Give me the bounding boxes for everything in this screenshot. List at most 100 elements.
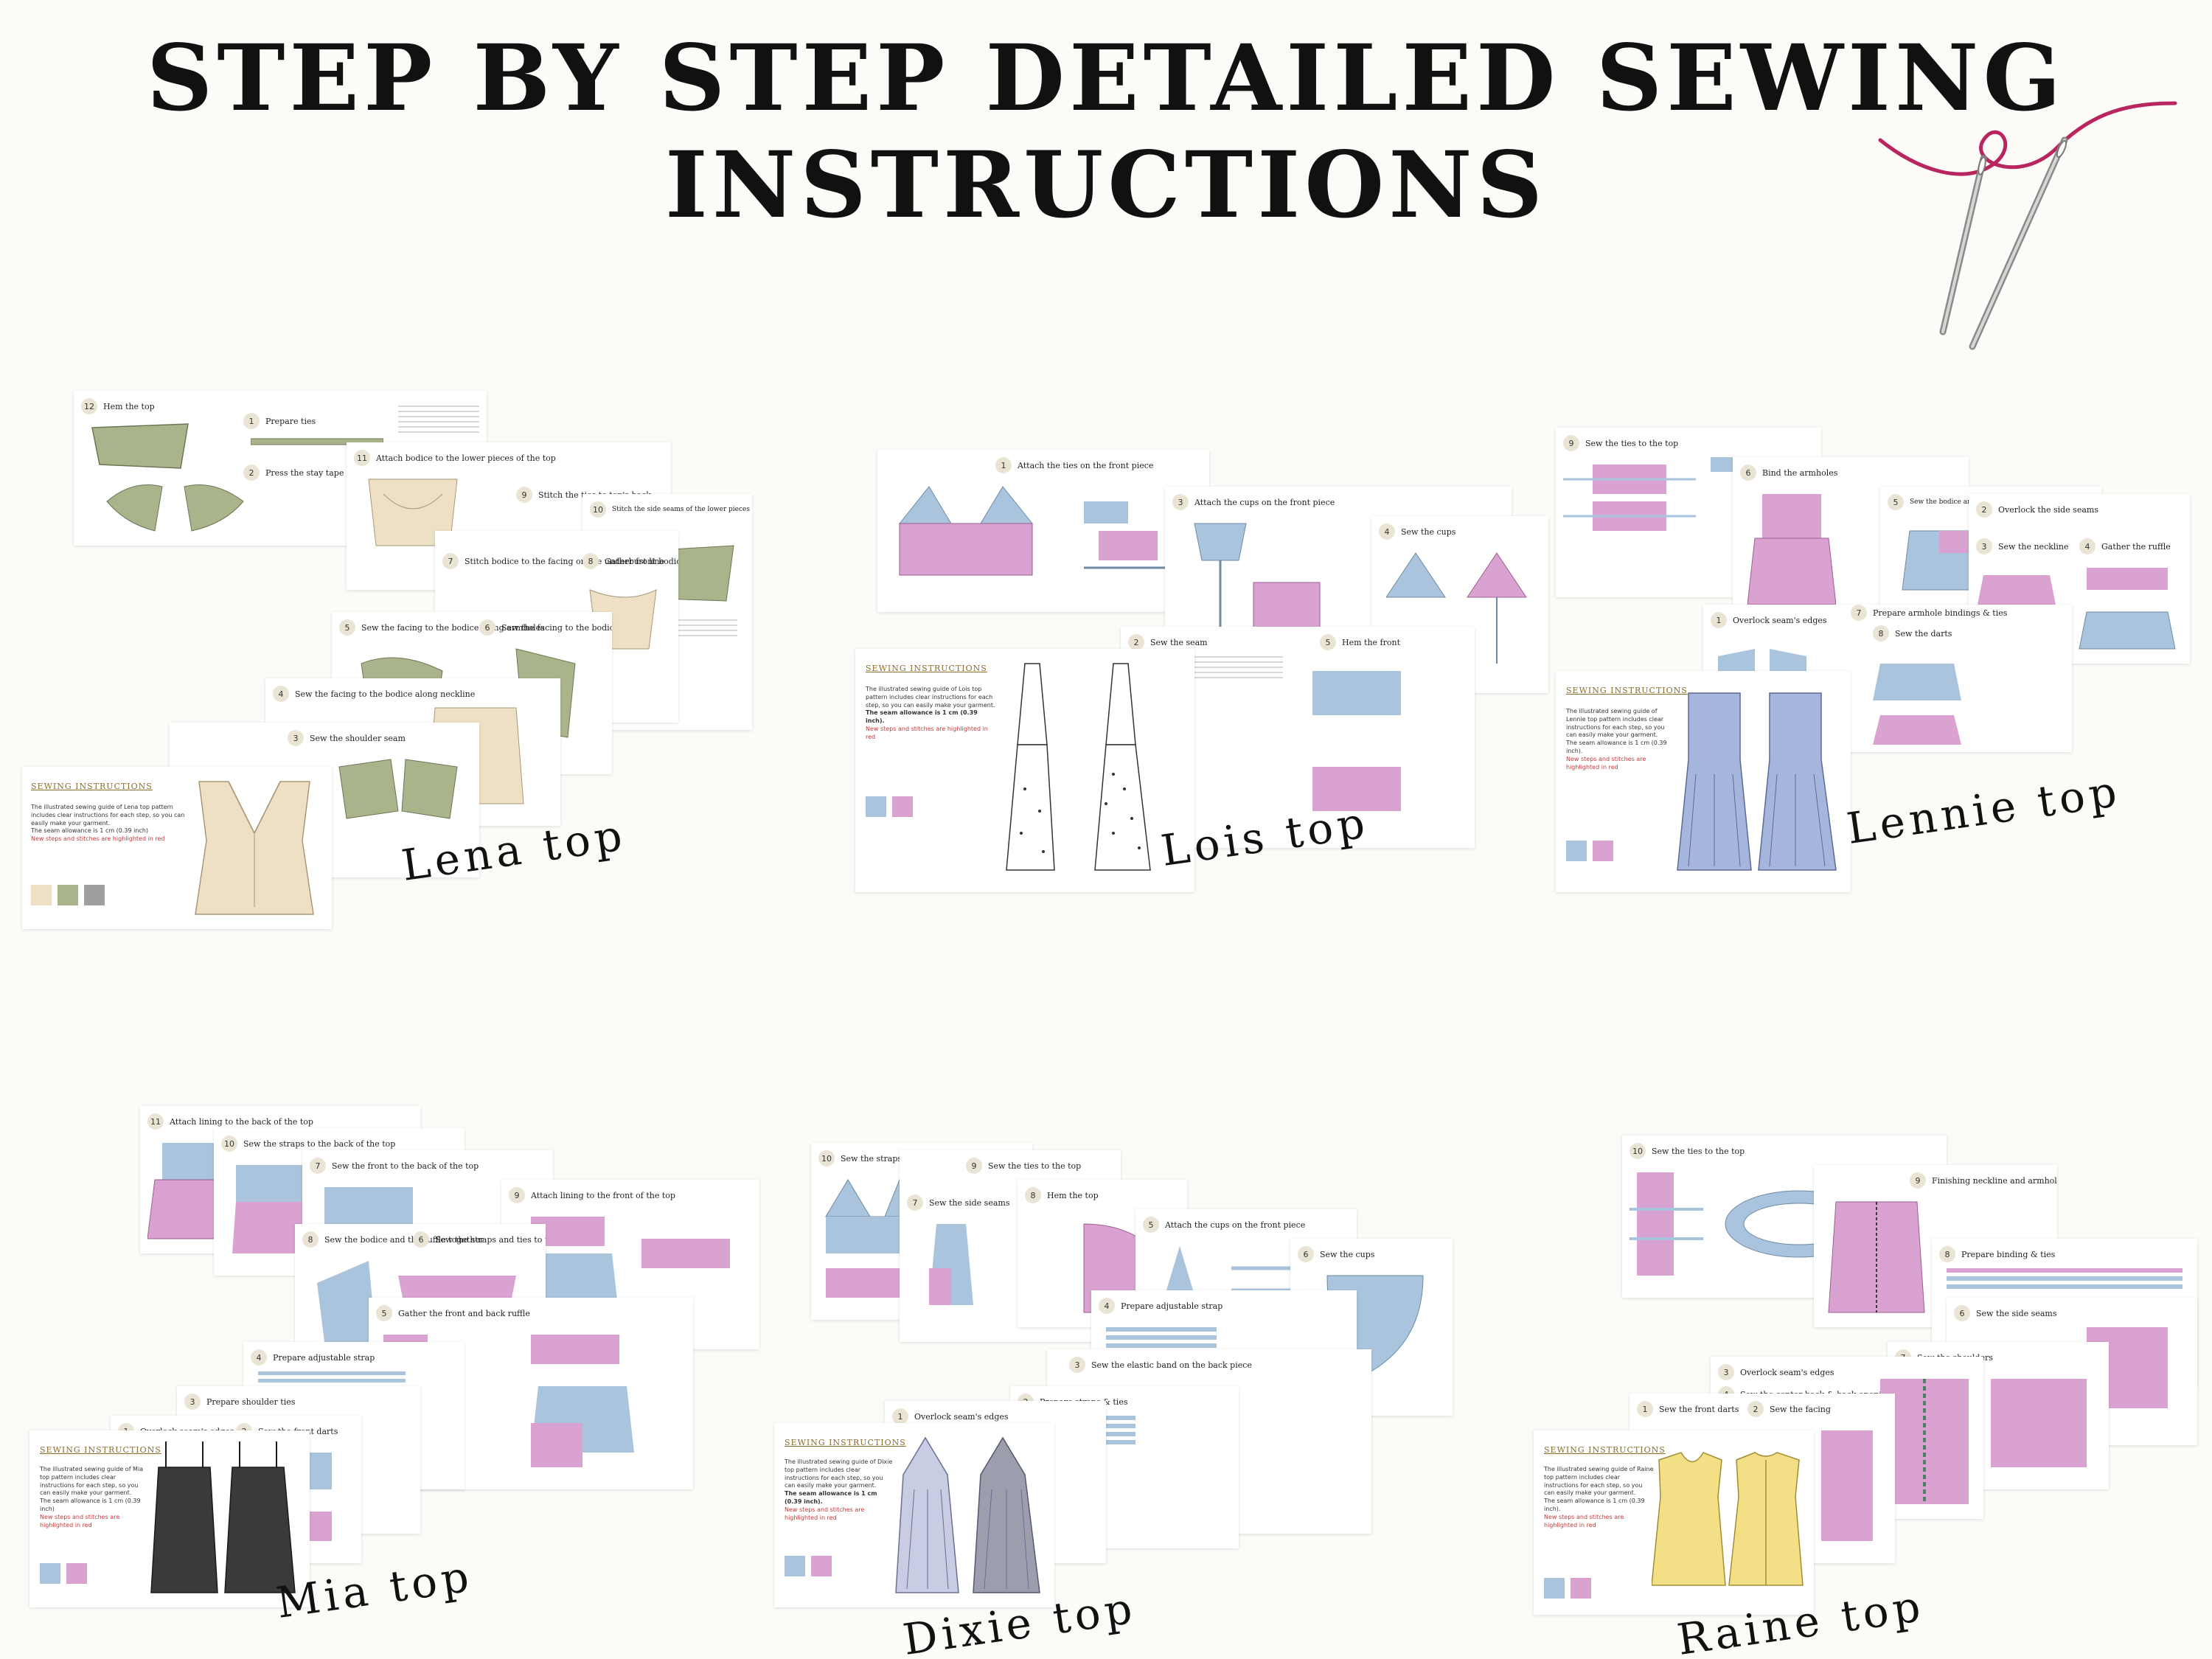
instructions-allowance: The seam allowance is 1 cm (0.39 inch): [31, 827, 149, 835]
step-title: Stitch bodice to the facing on the under…: [465, 556, 665, 566]
step-number: 5: [376, 1305, 392, 1321]
step-number: 1: [243, 413, 260, 429]
step-title: Hem the top: [1047, 1190, 1099, 1200]
step-number: 3: [288, 730, 304, 746]
instructions-body: The illustrated sewing guide of Lena top…: [31, 804, 185, 827]
instruction-cover-page: SEWING INSTRUCTIONS The illustrated sewi…: [774, 1423, 1054, 1607]
mia-top-guide: 11 Attach lining to the back of the top …: [29, 1106, 767, 1628]
mia-top-illustration: [150, 1441, 296, 1593]
step-number: 1: [1711, 612, 1727, 628]
swatch-right-side: [1566, 841, 1587, 861]
step-number: 8: [1939, 1246, 1955, 1262]
step-number: 1: [995, 457, 1012, 473]
step-title: Sew the ties to the top: [988, 1161, 1082, 1171]
instructions-highlight-note: New steps and stitches are highlighted i…: [785, 1506, 865, 1521]
garment-illustration: [1386, 552, 1527, 664]
garment-illustration: [91, 423, 189, 469]
step-title: Overlock seam's edges: [1740, 1367, 1834, 1377]
step-number: 7: [310, 1158, 326, 1174]
step-title: Bind the armholes: [1762, 467, 1838, 478]
instructions-allowance: The seam allowance is 1 cm (0.39 inch).: [866, 709, 978, 725]
instructions-heading: SEWING INSTRUCTIONS: [1544, 1445, 1666, 1455]
step-title: Sew the ties to the top: [1652, 1146, 1745, 1156]
instructions-heading: SEWING INSTRUCTIONS: [31, 782, 153, 791]
step-number: 4: [2079, 538, 2096, 554]
instructions-highlight-note: New steps and stitches are highlighted i…: [1566, 755, 1646, 771]
step-number: 3: [184, 1394, 201, 1410]
step-title: Stitch the side seams of the lower piece…: [612, 506, 752, 513]
instruction-cover-page: SEWING INSTRUCTIONS The illustrated sewi…: [29, 1430, 310, 1607]
step-number: 3: [1172, 494, 1189, 510]
step-title: Attach bodice to the lower pieces of the…: [376, 453, 556, 463]
garment-illustration: [368, 479, 458, 546]
instructions-body: The illustrated sewing guide of Mia top …: [40, 1466, 144, 1497]
needle-and-thread-icon: [1878, 101, 2177, 350]
step-number: 10: [590, 501, 606, 518]
garment-illustration: [1976, 568, 2176, 650]
step-title: Sew the facing: [1770, 1404, 1831, 1414]
step-number: 6: [1740, 465, 1756, 481]
garment-illustration: [232, 1165, 313, 1253]
instructions-highlight-note: New steps and stitches are highlighted i…: [866, 725, 988, 740]
step-number: 5: [1320, 634, 1336, 650]
step-number: 6: [413, 1231, 429, 1248]
garment-illustration: [1312, 671, 1401, 811]
step-number: 12: [81, 398, 97, 414]
color-legend: [1544, 1578, 1591, 1599]
swatch-right-side: [1544, 1578, 1565, 1599]
color-legend: [1566, 841, 1613, 861]
instructions-heading: SEWING INSTRUCTIONS: [1566, 686, 1688, 695]
instructions-body: The illustrated sewing guide of Raine to…: [1544, 1466, 1654, 1497]
color-legend: [31, 885, 105, 905]
page-title-line-2: INSTRUCTIONS: [664, 132, 1548, 239]
swatch-right-side: [866, 796, 886, 817]
instructions-allowance: The seam allowance is 1 cm (0.39 inch).: [1566, 740, 1667, 754]
product-label: Lennie top: [1843, 765, 2124, 854]
step-title: Prepare binding & ties: [1961, 1249, 2056, 1259]
color-legend: [785, 1556, 832, 1576]
step-title: Overlock the side seams: [1998, 504, 2098, 515]
step-number: 9: [516, 487, 532, 503]
garment-illustration: [1828, 1201, 1925, 1313]
instructions-body: The illustrated sewing guide of Dixie to…: [785, 1458, 893, 1489]
step-number: 1: [1637, 1401, 1653, 1417]
step-number: 11: [147, 1113, 164, 1130]
step-number: 4: [1099, 1298, 1115, 1314]
step-number: 8: [1025, 1187, 1041, 1203]
step-title: Sew the elastic band on the back piece: [1091, 1360, 1252, 1370]
step-number: 4: [1379, 524, 1395, 540]
step-title: Gather the front and back ruffle: [398, 1308, 530, 1318]
instructions-body: The illustrated sewing guide of Lois top…: [866, 686, 995, 709]
step-title: Sew the cups: [1320, 1249, 1375, 1259]
page-title-line-1: STEP BY STEP DETAILED SEWING: [146, 25, 2066, 132]
step-title: Sew the facing to the bodice along armho…: [361, 622, 545, 633]
step-title: Attach the cups on the front piece: [1194, 497, 1335, 507]
garment-illustration: [106, 484, 244, 532]
color-legend: [40, 1563, 87, 1584]
lennie-top-guide: 9 Sew the ties to the top 6 Bind the arm…: [1556, 428, 2190, 929]
step-title: Hem the front: [1342, 637, 1400, 647]
swatch-wrong-side: [892, 796, 913, 817]
step-number: 8: [582, 553, 599, 569]
step-title: Attach the ties on the front piece: [1018, 460, 1154, 470]
dixie-top-illustration: [895, 1436, 1040, 1593]
step-number: 3: [1069, 1357, 1085, 1373]
swatch-right-side: [785, 1556, 805, 1576]
step-number: 3: [1976, 538, 1992, 554]
step-title: Sew the darts: [1895, 628, 1952, 639]
swatch-right-side: [31, 885, 52, 905]
step-number: 10: [221, 1135, 237, 1152]
step-title: Sew the side seams: [929, 1197, 1010, 1208]
step-title: Sew the straps and ties to the front of …: [435, 1234, 546, 1245]
garment-illustration: [1880, 1379, 1969, 1504]
step-title: Sew the bodice and the ruffle together: [324, 1234, 484, 1245]
step-title: Sew the facing to the bodice along armho…: [501, 622, 612, 633]
lena-top-illustration: [195, 781, 314, 915]
step-number: 11: [354, 450, 370, 466]
instructions-heading: SEWING INSTRUCTIONS: [785, 1438, 906, 1447]
step-number: 9: [966, 1158, 982, 1174]
swatch-wrong-side: [66, 1563, 87, 1584]
instructions-highlight-note: New steps and stitches are highlighted i…: [31, 835, 165, 843]
step-number: 10: [818, 1150, 835, 1166]
